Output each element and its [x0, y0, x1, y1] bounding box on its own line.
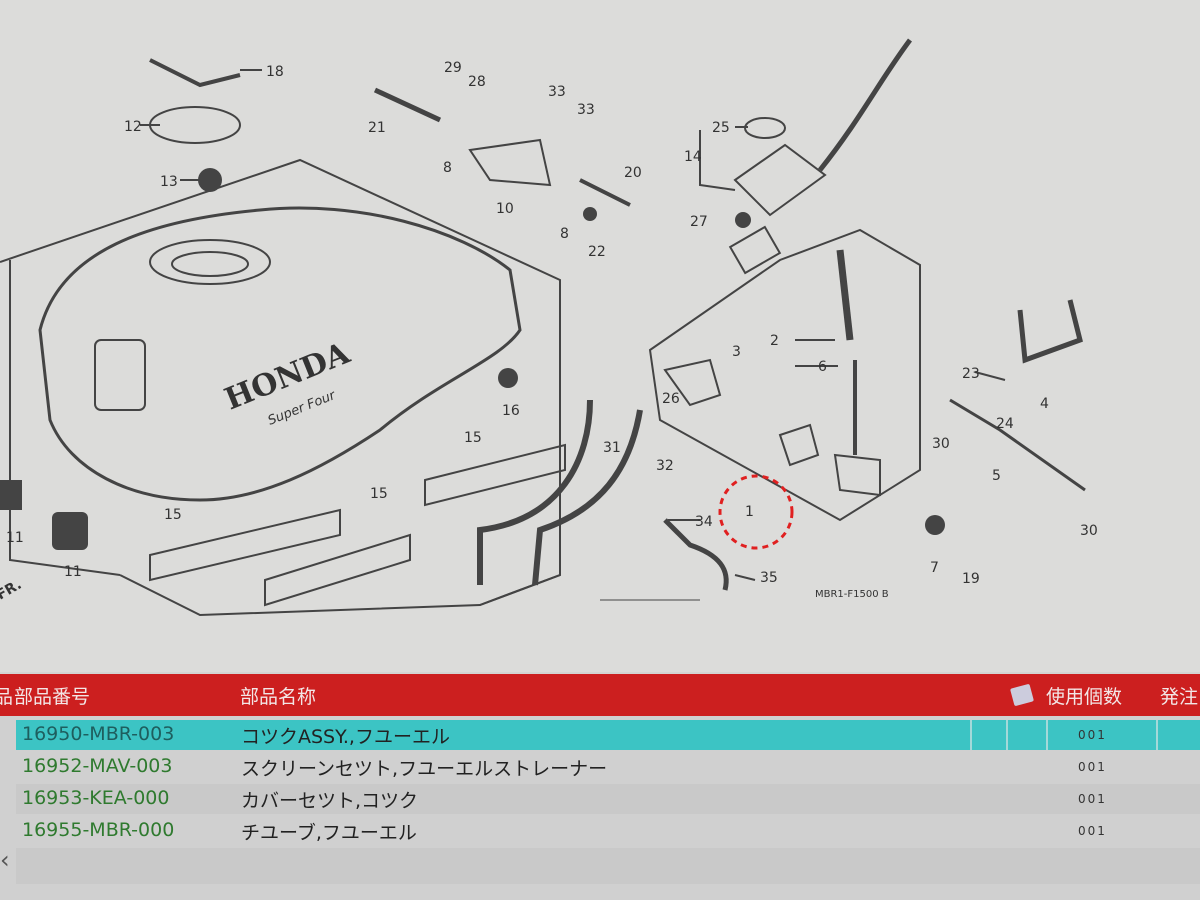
callout[interactable]: 15 [464, 430, 482, 446]
callout[interactable]: 25 [712, 120, 730, 136]
scroll-left-button[interactable]: ‹ [0, 846, 10, 874]
quantity: 001 [1078, 792, 1107, 806]
part-name: スクリーンセツト,フユーエルストレーナー [241, 758, 608, 780]
fuel-cap-opening-icon [149, 239, 271, 285]
callout[interactable]: 3 [732, 344, 741, 360]
header-quantity[interactable]: 使用個数 [1046, 686, 1123, 708]
callout[interactable]: 27 [690, 214, 708, 230]
empty-row [16, 848, 1200, 884]
callout[interactable]: 2 [770, 333, 779, 349]
callout[interactable]: 8 [560, 226, 569, 242]
callout[interactable]: 15 [370, 486, 388, 502]
header-prefix: 品 [0, 686, 14, 708]
callout-labels: 18 12 13 29 28 33 33 21 8 10 20 8 22 25 … [6, 60, 1098, 587]
table-row[interactable]: 16955-MBR-000 チユーブ,フユーエル 001 [16, 816, 1200, 846]
callout[interactable]: 35 [760, 570, 778, 586]
parts-diagram: HONDA Super Four FR. MBR1-F1500 B 18 12 … [0, 38, 1098, 617]
callout[interactable]: 26 [662, 391, 680, 407]
callout[interactable]: 18 [266, 64, 284, 80]
parts-table: 品 部品番号 部品名称 使用個数 発注 16950-MBR-003 コツクASS… [0, 674, 1200, 900]
callout[interactable]: 30 [932, 436, 950, 452]
callout[interactable]: 34 [695, 514, 713, 530]
header-order[interactable]: 発注 [1160, 686, 1199, 708]
part-number: 16953-KEA-000 [22, 787, 170, 809]
callout[interactable]: 33 [577, 102, 595, 118]
part-number: 16950-MBR-003 [22, 723, 175, 745]
callout[interactable]: 23 [962, 366, 980, 382]
part-name: コツクASSY.,フユーエル [241, 726, 450, 748]
part-name: チユーブ,フユーエル [241, 822, 417, 844]
callout[interactable]: 16 [502, 403, 520, 419]
callout[interactable]: 5 [992, 468, 1001, 484]
callout[interactable]: 21 [368, 120, 386, 136]
callout[interactable]: 33 [548, 84, 566, 100]
quantity: 001 [1078, 728, 1107, 742]
part-number: 16955-MBR-000 [22, 819, 175, 841]
fuel-tank-icon [38, 206, 522, 502]
callout[interactable]: 13 [160, 174, 178, 190]
header-part-number[interactable]: 部品番号 [14, 686, 91, 708]
diagram-code: MBR1-F1500 B [815, 589, 889, 600]
fuel-cock-group-outline [648, 228, 921, 522]
table-row[interactable]: 16950-MBR-003 コツクASSY.,フユーエル 001 [16, 720, 1200, 750]
filler-cap-icon [149, 106, 241, 144]
table-header: 品 部品番号 部品名称 使用個数 発注 [0, 674, 1200, 716]
highlight-circle [718, 474, 794, 550]
callout[interactable]: 7 [930, 560, 939, 576]
callout[interactable]: 12 [124, 119, 142, 135]
callout[interactable]: 4 [1040, 396, 1049, 412]
table-row[interactable]: 16952-MAV-003 スクリーンセツト,フユーエルストレーナー 001 [16, 752, 1200, 782]
front-indicator: FR. [0, 577, 24, 604]
part-number: 16952-MAV-003 [22, 755, 173, 777]
callout[interactable]: 28 [468, 74, 486, 90]
quantity: 001 [1078, 760, 1107, 774]
callout[interactable]: 30 [1080, 523, 1098, 539]
callout[interactable]: 15 [164, 507, 182, 523]
callout[interactable]: 32 [656, 458, 674, 474]
callout[interactable]: 24 [996, 416, 1014, 432]
callout[interactable]: 31 [603, 440, 621, 456]
quantity: 001 [1078, 824, 1107, 838]
callout[interactable]: 22 [588, 244, 606, 260]
callout[interactable]: 6 [818, 359, 827, 375]
callout[interactable]: 1 [745, 504, 754, 520]
table-row[interactable]: 16953-KEA-000 カバーセツト,コツク 001 [16, 784, 1200, 814]
callout[interactable]: 19 [962, 571, 980, 587]
callout[interactable]: 20 [624, 165, 642, 181]
callout[interactable]: 8 [443, 160, 452, 176]
notes-icon[interactable] [1010, 683, 1034, 707]
header-part-name[interactable]: 部品名称 [240, 686, 317, 708]
exploded-view-drawing: HONDA Super Four FR. MBR1-F1500 B 18 12 … [0, 38, 1098, 617]
callout[interactable]: 29 [444, 60, 462, 76]
callout[interactable]: 10 [496, 201, 514, 217]
callout[interactable]: 11 [64, 564, 82, 580]
callout[interactable]: 14 [684, 149, 702, 165]
callout[interactable]: 11 [6, 530, 24, 546]
part-name: カバーセツト,コツク [241, 790, 419, 812]
